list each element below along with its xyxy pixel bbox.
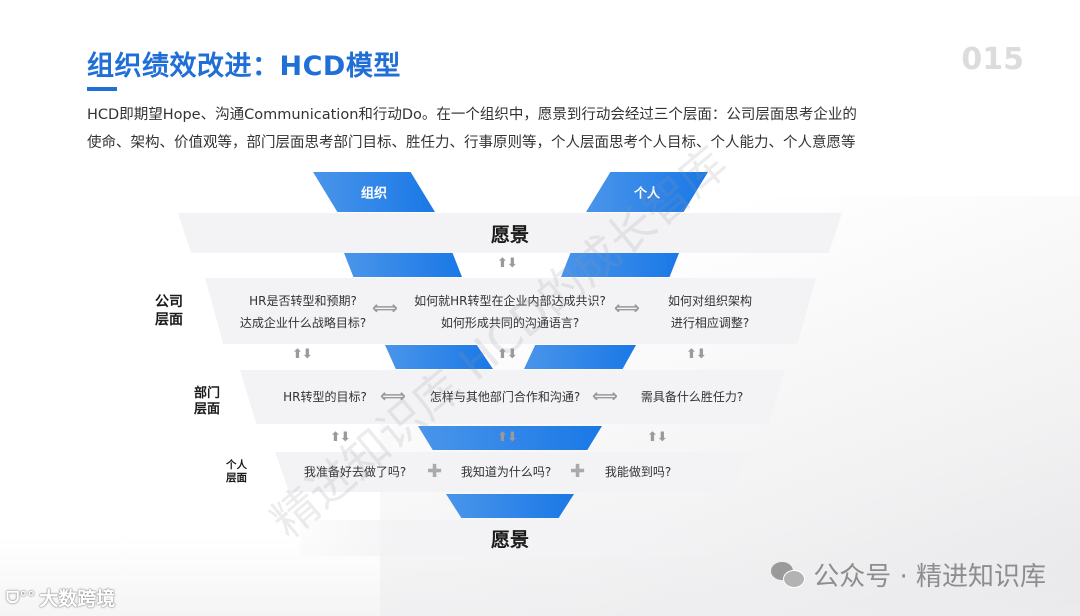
left-right-arrow-icon: ⟺	[380, 386, 406, 407]
company-left-text: HR是否转型和预期? 达成企业什么战略目标?	[228, 290, 378, 334]
vision-band-bottom	[300, 520, 720, 556]
plus-icon: ✚	[570, 461, 586, 482]
page-title: 组织绩效改进：HCD模型	[87, 51, 401, 82]
left-right-arrow-icon: ⟺	[614, 298, 640, 319]
department-center-text: 怎样与其他部门合作和沟通?	[429, 390, 581, 404]
personal-right-text: 我能做到吗?	[604, 465, 672, 479]
title-underline	[87, 87, 117, 91]
connector-right-1	[561, 253, 679, 277]
tab-individual: 个人	[586, 172, 708, 212]
vision-bottom-label: 愿景	[490, 529, 529, 551]
company-level-label: 公司 层面	[155, 294, 183, 329]
company-level-label-line1: 公司	[155, 294, 183, 310]
company-center-line2: 如何形成共同的沟通语言?	[440, 316, 580, 330]
brand-logo-icon: ᗜ°°	[6, 587, 36, 607]
tab-individual-label: 个人	[633, 186, 660, 202]
tab-organization-label: 组织	[360, 186, 387, 202]
department-level-label: 部门 层面	[194, 386, 220, 419]
connector-bottom	[446, 494, 574, 518]
wechat-account-text: 公众号 · 精进知识库	[813, 562, 1046, 592]
up-down-arrow-icon: ⬆⬇	[497, 430, 518, 445]
wechat-icon	[771, 560, 806, 590]
company-center-line1: 如何就HR转型在企业内部达成共识?	[414, 294, 606, 308]
personal-center-text: 我知道为什么吗?	[460, 465, 552, 479]
connector-left-1	[344, 253, 462, 277]
intro-line-2: 使命、架构、价值观等，部门层面思考部门目标、胜任力、行事原则等，个人层面思考个人…	[87, 135, 856, 151]
personal-level-label-line2: 层面	[226, 472, 247, 485]
up-down-arrow-icon: ⬆⬇	[330, 430, 351, 445]
connector-center-3	[418, 426, 602, 450]
personal-level-label: 个人 层面	[226, 459, 247, 485]
company-left-line1: HR是否转型和预期?	[249, 294, 357, 308]
company-level-band	[205, 278, 816, 344]
tab-organization: 组织	[313, 172, 435, 212]
intro-paragraph: HCD即期望Hope、沟通Communication和行动Do。在一个组织中，愿…	[87, 101, 927, 157]
company-right-text: 如何对组织架构 进行相应调整?	[650, 290, 770, 334]
personal-level-label-line1: 个人	[226, 459, 247, 471]
up-down-arrow-icon: ⬆⬇	[497, 347, 518, 362]
company-left-line2: 达成企业什么战略目标?	[239, 316, 367, 330]
intro-line-1: HCD即期望Hope、沟通Communication和行动Do。在一个组织中，愿…	[87, 107, 857, 123]
wechat-account-label: 公众号 · 精进知识库	[771, 556, 1046, 593]
connector-right-2	[524, 345, 636, 369]
up-down-arrow-icon: ⬆⬇	[647, 430, 668, 445]
up-down-arrow-icon: ⬆⬇	[686, 347, 707, 362]
department-level-label-line2: 层面	[194, 402, 221, 418]
vision-band-top	[178, 213, 842, 253]
plus-icon: ✚	[427, 461, 443, 482]
vision-top-label: 愿景	[490, 224, 529, 246]
left-right-arrow-icon: ⟺	[592, 386, 618, 407]
left-right-arrow-icon: ⟺	[372, 298, 398, 319]
company-right-line1: 如何对组织架构	[667, 294, 752, 308]
brand-watermark: ᗜ°° 大数跨境	[6, 584, 115, 611]
personal-level-band	[275, 452, 747, 492]
company-level-label-line2: 层面	[155, 311, 183, 328]
company-right-line2: 进行相应调整?	[670, 316, 750, 330]
department-level-band	[240, 370, 785, 424]
department-right-text: 需具备什么胜任力?	[640, 390, 744, 404]
company-center-text: 如何就HR转型在企业内部达成共识? 如何形成共同的沟通语言?	[410, 290, 610, 334]
connector-left-2	[385, 345, 493, 369]
department-left-text: HR转型的目标?	[283, 390, 367, 404]
department-level-label-line1: 部门	[194, 386, 221, 401]
page-number: 015	[961, 42, 1024, 77]
up-down-arrow-icon: ⬆⬇	[497, 256, 518, 271]
brand-name: 大数跨境	[39, 588, 116, 610]
personal-left-text: 我准备好去做了吗?	[303, 465, 407, 479]
up-down-arrow-icon: ⬆⬇	[292, 347, 313, 362]
